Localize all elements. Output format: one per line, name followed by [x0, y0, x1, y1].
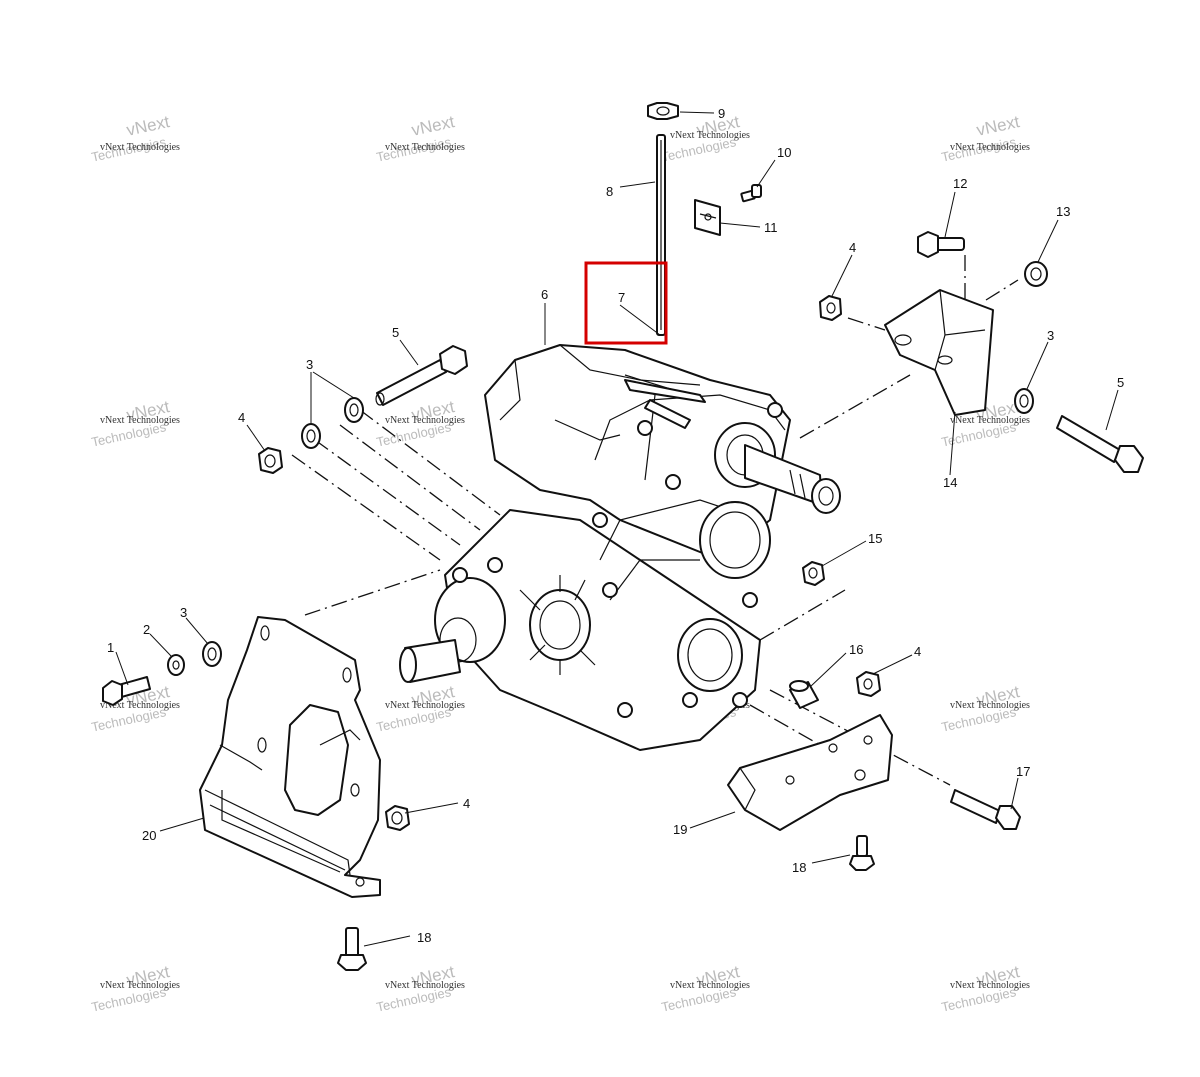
callout-4-left: 4 — [238, 410, 245, 425]
callout-10: 10 — [777, 145, 791, 160]
callout-4-lower: 4 — [463, 796, 470, 811]
washer-3-lower — [202, 641, 222, 667]
callout-13: 13 — [1056, 204, 1070, 219]
callout-4-right: 4 — [914, 644, 921, 659]
callout-5-right: 5 — [1117, 375, 1124, 390]
lower-mount-bracket-20 — [199, 616, 381, 898]
small-screw — [740, 184, 762, 203]
long-bolt-5-right — [1056, 415, 1144, 473]
hex-nut-4-left — [258, 447, 283, 474]
watermark: vNext Technologies vNext Technologies — [375, 962, 465, 1015]
svg-text:vNext Technologies: vNext Technologies — [950, 142, 1030, 153]
callout-9: 9 — [718, 106, 725, 121]
callout-8: 8 — [606, 184, 613, 199]
svg-text:vNext Technologies: vNext Technologies — [100, 700, 180, 711]
hex-nut-15 — [802, 561, 825, 586]
callout-17: 17 — [1016, 764, 1030, 779]
svg-text:vNext Technologies: vNext Technologies — [950, 980, 1030, 991]
watermark: vNext Technologies vNext Technologies — [90, 112, 180, 165]
svg-text:vNext Technologies: vNext Technologies — [670, 130, 750, 141]
watermark: vNext Technologies vNext Technologies — [940, 962, 1030, 1015]
callout-1: 1 — [107, 640, 114, 655]
shift-rod — [656, 134, 666, 336]
callout-14: 14 — [943, 475, 957, 490]
watermark: vNext Technologies vNext Technologies — [90, 682, 180, 735]
lower-right-bracket — [727, 714, 893, 831]
output-shaft-right — [714, 422, 841, 514]
svg-text:vNext Technologies: vNext Technologies — [950, 700, 1030, 711]
washer-2 — [167, 654, 185, 676]
callout-2: 2 — [143, 622, 150, 637]
washer-3-left-a — [344, 397, 364, 423]
spacer-16 — [789, 680, 819, 709]
retaining-clip — [694, 199, 721, 236]
assembly-centerlines — [291, 255, 1019, 786]
input-shaft-left — [399, 577, 506, 683]
callout-12: 12 — [953, 176, 967, 191]
svg-text:vNext Technologies: vNext Technologies — [385, 142, 465, 153]
flange-bolt-18-right — [849, 835, 875, 871]
watermark: vNext Technologies vNext Technologies — [940, 112, 1030, 165]
hex-nut-4-right — [856, 671, 881, 697]
callout-15: 15 — [868, 531, 882, 546]
upper-mount-bracket — [884, 289, 994, 416]
watermark: vNext Technologies vNext Technologies — [940, 682, 1030, 735]
svg-text:vNext Technologies: vNext Technologies — [385, 980, 465, 991]
flange-bolt-12 — [917, 231, 965, 258]
callout-5-left: 5 — [392, 325, 399, 340]
svg-text:vNext Technologies: vNext Technologies — [950, 415, 1030, 426]
leader-lines — [115, 111, 1119, 947]
callout-16: 16 — [849, 642, 863, 657]
hex-nut-4-upper — [819, 295, 842, 321]
callout-7: 7 — [618, 290, 625, 305]
washer-3-right — [1014, 388, 1034, 414]
callout-labels: 9 10 8 11 12 13 4 7 6 5 3 3 5 4 14 15 1 … — [107, 106, 1124, 945]
watermark: vNext Technologies vNext Technologies — [90, 397, 180, 450]
wing-nut — [647, 102, 679, 120]
svg-text:vNext Technologies: vNext Technologies — [100, 142, 180, 153]
watermark: vNext Technologies vNext Technologies — [90, 962, 180, 1015]
callout-3-right: 3 — [1047, 328, 1054, 343]
svg-text:vNext Technologies: vNext Technologies — [670, 980, 750, 991]
flange-nut-13 — [1024, 261, 1048, 287]
highlight-box-part-7 — [584, 261, 668, 345]
bolt-1 — [102, 676, 151, 706]
washer-3-left-b — [301, 423, 321, 449]
callout-20: 20 — [142, 828, 156, 843]
callout-11: 11 — [764, 220, 778, 235]
callout-18-left: 18 — [417, 930, 431, 945]
callout-19: 19 — [673, 822, 687, 837]
svg-text:vNext Technologies: vNext Technologies — [100, 980, 180, 991]
watermark: vNext Technologies vNext Technologies — [375, 682, 465, 735]
flange-bolt-18-left — [337, 927, 367, 971]
svg-text:vNext Technologies: vNext Technologies — [100, 415, 180, 426]
long-bolt-17 — [950, 789, 1021, 830]
callout-3-left: 3 — [306, 357, 313, 372]
watermark: vNext Technologies vNext Technologies — [660, 962, 750, 1015]
callout-18-right: 18 — [792, 860, 806, 875]
gearcase-assembly — [399, 344, 841, 751]
long-bolt-5-left — [375, 345, 468, 406]
callout-3-lower: 3 — [180, 605, 187, 620]
svg-text:vNext Technologies: vNext Technologies — [385, 415, 465, 426]
watermark: vNext Technologies vNext Technologies — [375, 112, 465, 165]
hex-nut-4-lower — [385, 805, 410, 831]
svg-text:vNext Technologies: vNext Technologies — [385, 700, 465, 711]
callout-6: 6 — [541, 287, 548, 302]
callout-4-upper: 4 — [849, 240, 856, 255]
